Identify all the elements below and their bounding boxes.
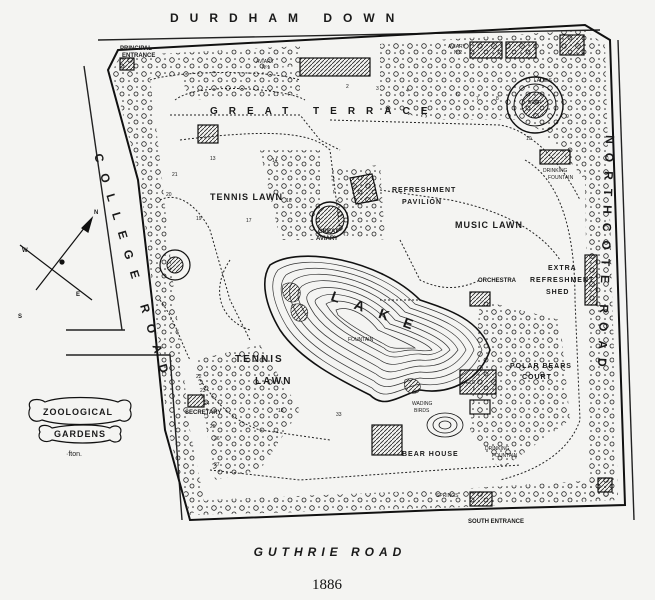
label-polar-bears: POLAR BEARS — [510, 363, 572, 370]
num-26: 26 — [214, 436, 220, 442]
aviary-no1-building — [299, 57, 371, 77]
label-great-aviary-2: AVIARY — [316, 236, 338, 242]
label-drinking-2a: DRINKING — [485, 446, 510, 452]
num-9: 9 — [566, 114, 569, 120]
label-great-aviary-1: GREAT — [318, 229, 339, 235]
num-3: 3 — [376, 86, 379, 92]
label-south-entrance: SOUTH ENTRANCE — [468, 519, 524, 525]
plot-numbers: 13 14 16 17 19 20 21 22 23 24 25 26 27 1… — [166, 84, 569, 468]
label-extra: EXTRA — [548, 265, 577, 272]
cartouche-line1: ZOOLOGICAL — [43, 407, 113, 417]
principal-lodge — [119, 57, 135, 71]
compass-e: E — [76, 292, 80, 298]
label-tennis-lawn-upper: TENNIS LAWN — [210, 192, 283, 202]
compass-rose — [19, 215, 94, 301]
lake — [264, 255, 491, 403]
cartouche-signature: ·fton. — [66, 451, 82, 458]
cartouche-line2: GARDENS — [54, 429, 106, 439]
bear-house-building — [371, 424, 403, 456]
drinking-fountain-building — [539, 149, 571, 165]
num-25: 25 — [210, 424, 216, 430]
buildings — [119, 34, 613, 507]
road-durdham-down: DURDHAM DOWN — [170, 11, 405, 25]
label-aviary-1b: Nº1 — [262, 65, 270, 71]
compass-w: W — [22, 248, 28, 254]
num-17: 17 — [246, 218, 252, 224]
west-fountain-pond — [159, 249, 191, 281]
label-entrance: ENTRANCE — [122, 53, 155, 59]
aviary-no2-building — [469, 41, 503, 59]
extra-refreshment-shed-building — [584, 254, 598, 306]
num-18: 18 — [278, 408, 284, 414]
num-10: 10 — [526, 136, 532, 142]
compass-s: S — [18, 314, 22, 320]
label-extra-refreshment: REFRESHMENT — [530, 277, 594, 284]
num-22: 22 — [196, 374, 202, 380]
label-principal: PRINCIPAL — [120, 46, 152, 52]
label-shed: SHED — [546, 289, 569, 296]
refreshment-pavilion-building — [349, 173, 379, 205]
zoological-gardens-cartouche — [28, 396, 132, 444]
park-boundary — [106, 23, 627, 522]
label-birds: BIRDS — [414, 408, 430, 414]
num-33: 33 — [336, 412, 342, 418]
road-guthrie: GUTHRIE ROAD — [254, 545, 407, 559]
label-springs: SPRINGS — [436, 493, 459, 499]
bear-pit-structure — [506, 76, 564, 134]
num-2: 2 — [346, 84, 349, 90]
map-year: 1886 — [312, 577, 343, 593]
num-23: 23 — [200, 388, 206, 394]
num-27: 27 — [214, 462, 220, 468]
polar-bears-court-building — [469, 399, 491, 415]
num-21: 21 — [172, 172, 178, 178]
wading-birds-pond — [426, 412, 464, 438]
label-elephant: ELE — [466, 380, 476, 386]
elephant-house — [459, 369, 497, 395]
ostrich-house — [197, 124, 219, 144]
compass-n: N — [94, 210, 98, 216]
label-refreshment: REFRESHMENT — [392, 187, 456, 194]
label-fountain: FOUNTAIN — [348, 337, 374, 343]
label-tennis-lower-1: TENNIS — [235, 354, 284, 365]
north-east-building — [559, 34, 585, 56]
label-secretary: SECRETARY — [185, 410, 221, 416]
num-6: 6 — [456, 92, 459, 98]
label-pavilion: PAVILION — [402, 199, 442, 206]
label-drinking-1b: FOUNTAIN — [548, 175, 574, 181]
label-court: COURT — [522, 374, 552, 381]
num-24: 24 — [204, 401, 210, 407]
label-aviary-2: AVIARY — [448, 44, 467, 50]
secretary-building — [187, 394, 205, 408]
label-drinking-1a: DRINKING — [543, 168, 568, 174]
num-16: 16 — [286, 198, 292, 204]
num-20: 20 — [166, 192, 172, 198]
south-entrance-lodge — [469, 491, 493, 507]
orchestra-stand — [469, 291, 491, 307]
num-7: 7 — [476, 96, 479, 102]
head-keeper-building — [505, 41, 537, 59]
east-lodge — [597, 477, 613, 493]
label-bear-house: BEAR HOUSE — [402, 451, 459, 458]
label-drinking-2b: FOUNTAIN — [492, 453, 518, 459]
label-aviary-2b: Nº2 — [454, 50, 462, 56]
num-4: 4 — [406, 88, 409, 94]
label-music-lawn: MUSIC LAWN — [455, 220, 523, 230]
label-ladies: LADIES — [534, 78, 552, 84]
great-aviary-structure — [311, 201, 349, 239]
label-aviary-1: AVIARY — [256, 59, 275, 65]
label-great: GREAT TERRACE — [210, 106, 438, 117]
label-bear: BEAR — [528, 100, 542, 106]
num-14: 14 — [272, 158, 278, 164]
label-wading: WADING — [412, 401, 432, 407]
num-19: 19 — [196, 216, 202, 222]
num-13: 13 — [210, 156, 216, 162]
num-8: 8 — [496, 96, 499, 102]
label-orchestra: ORCHESTRA — [478, 278, 517, 284]
label-tennis-lower-2: LAWN — [255, 376, 292, 387]
